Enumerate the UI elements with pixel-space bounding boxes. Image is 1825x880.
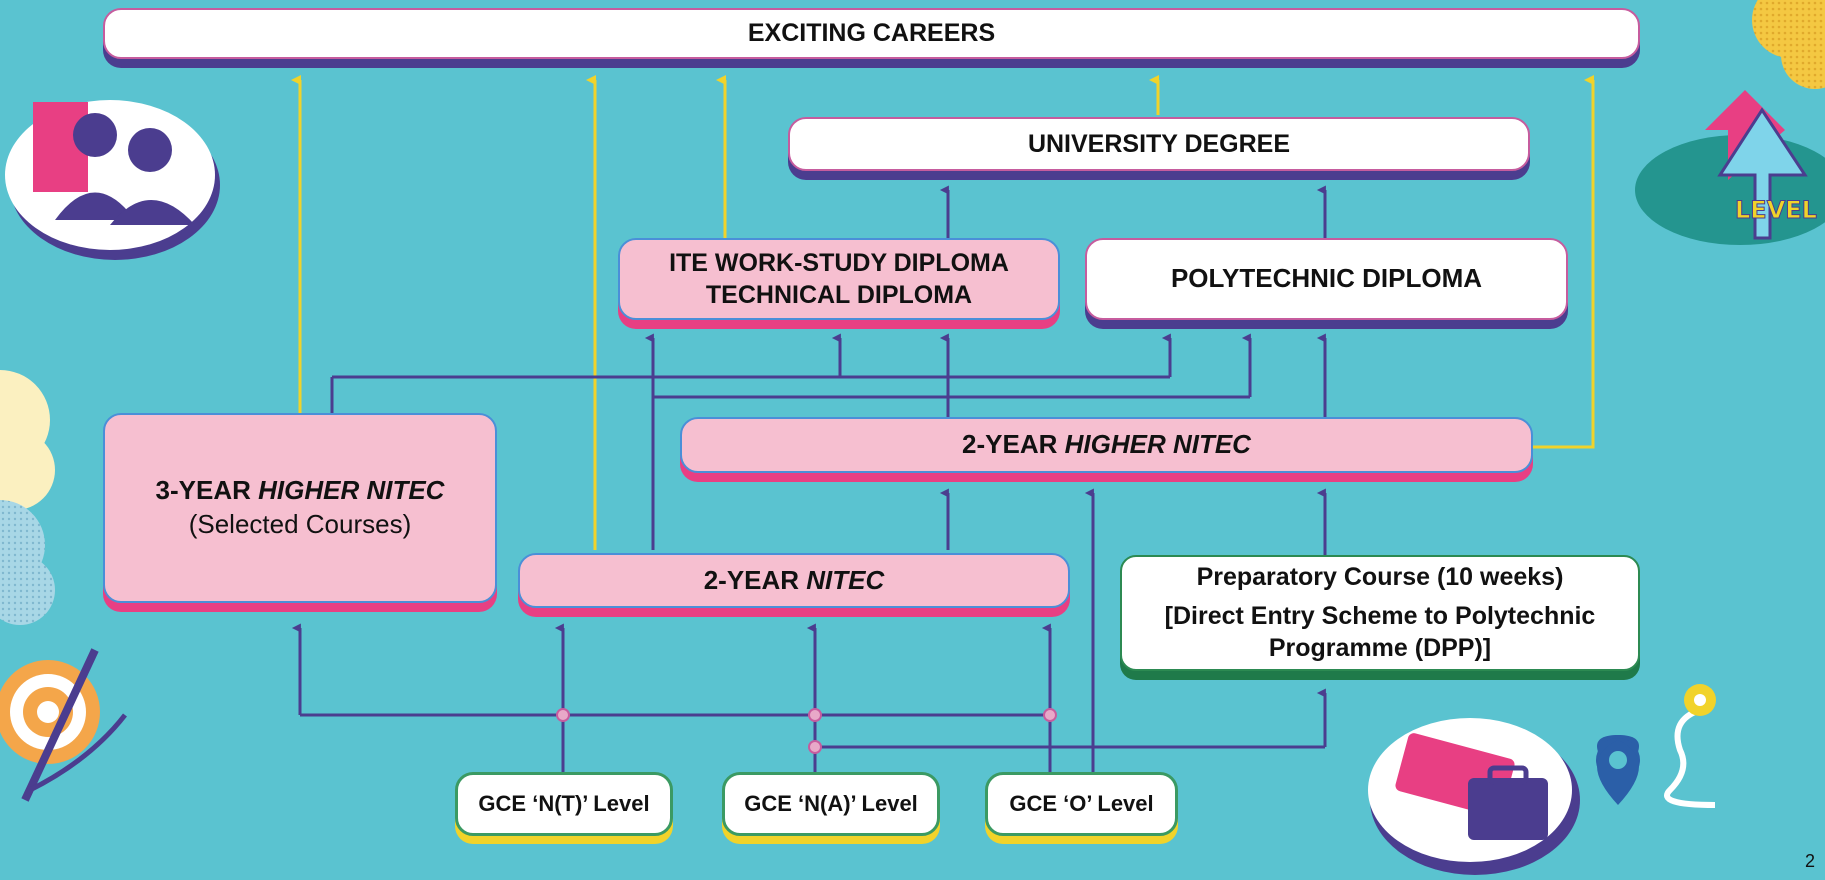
cloud-top-right-decoration <box>1752 0 1825 89</box>
exciting-careers-box: EXCITING CAREERS <box>103 8 1640 59</box>
nitec-2yr-label: 2-YEAR NITEC <box>703 564 885 595</box>
ite-work-study-label: ITE WORK-STUDY DIPLOMA <box>669 248 1009 277</box>
gce-na-level-box: GCE ‘N(A)’ Level <box>722 772 940 836</box>
higher-nitec-2yr-box: 2-YEAR HIGHER NITEC <box>680 417 1533 473</box>
higher-nitec-2yr-label: 2-YEAR HIGHER NITEC <box>962 429 1251 460</box>
purple-connectors <box>291 185 1327 772</box>
yellow-connectors <box>291 75 1595 550</box>
gce-o-level-label: GCE ‘O’ Level <box>1009 790 1154 816</box>
book-icon <box>1368 718 1580 875</box>
higher-nitec-3yr-box: 3-YEAR HIGHER NITEC (Selected Courses) <box>103 413 497 603</box>
polytechnic-diploma-label: POLYTECHNIC DIPLOMA <box>1170 263 1483 294</box>
university-degree-label: UNIVERSITY DEGREE <box>1027 129 1291 158</box>
map-pin-icon <box>1596 684 1716 808</box>
preparatory-course-label: Preparatory Course (10 weeks) <box>1196 563 1564 592</box>
gce-na-level-label: GCE ‘N(A)’ Level <box>744 790 918 816</box>
selected-courses-label: (Selected Courses) <box>188 509 412 539</box>
junction-markers <box>556 708 1057 754</box>
level-up-arrows-icon: LEVEL UP <box>1635 90 1825 245</box>
technical-diploma-label: TECHNICAL DIPLOMA <box>705 281 973 309</box>
preparatory-course-box: Preparatory Course (10 weeks) [Direct En… <box>1120 555 1640 671</box>
cloud-left-decoration <box>0 370 55 625</box>
ite-diploma-box: ITE WORK-STUDY DIPLOMA TECHNICAL DIPLOMA <box>618 238 1060 320</box>
exciting-careers-label: EXCITING CAREERS <box>747 19 996 48</box>
university-degree-box: UNIVERSITY DEGREE <box>788 117 1530 171</box>
dpp-label: [Direct Entry Scheme to Polytechnic Prog… <box>1164 601 1596 663</box>
page-number: 2 <box>1804 851 1815 871</box>
polytechnic-diploma-box: POLYTECHNIC DIPLOMA <box>1085 238 1568 320</box>
level-up-label: LEVEL UP <box>1735 196 1825 224</box>
gce-nt-level-label: GCE ‘N(T)’ Level <box>478 790 650 816</box>
higher-nitec-3yr-label: 3-YEAR HIGHER NITEC <box>155 475 445 506</box>
people-icon <box>5 100 220 260</box>
gce-nt-level-box: GCE ‘N(T)’ Level <box>455 772 673 836</box>
gce-o-level-box: GCE ‘O’ Level <box>985 772 1178 836</box>
target-arrow-icon <box>0 648 127 802</box>
nitec-2yr-box: 2-YEAR NITEC <box>518 553 1070 608</box>
briefcase-icon <box>1468 778 1548 840</box>
